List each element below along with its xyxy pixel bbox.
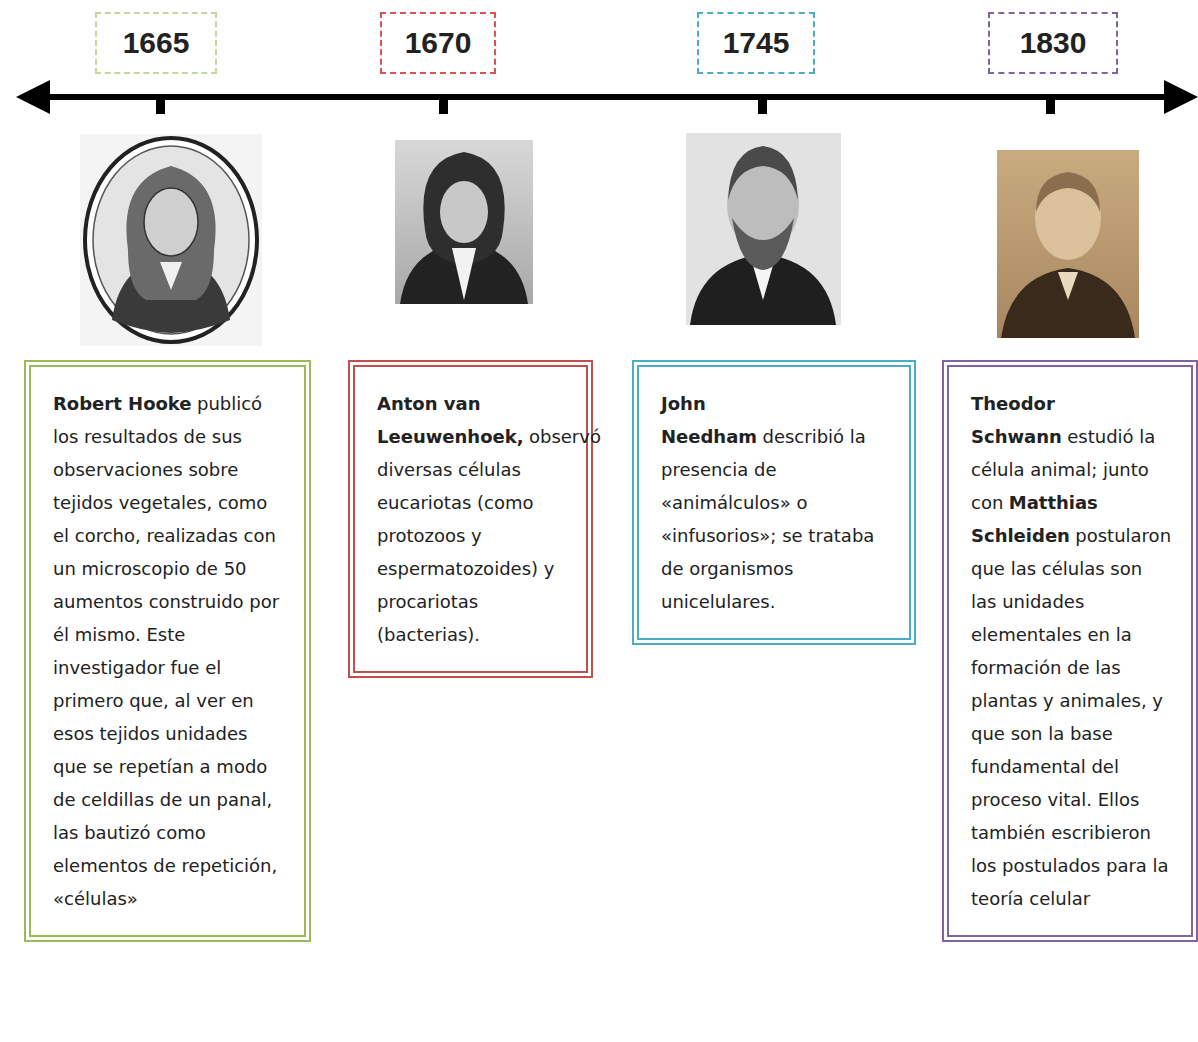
year-label: 1830: [1020, 26, 1087, 60]
description-box: Theodor Schwannestudió la célula animal;…: [942, 360, 1198, 942]
year-box: 1745: [697, 12, 815, 74]
description-box: Anton van Leeuwenhoek,observó diversas c…: [348, 360, 593, 678]
axis-arrowhead: [16, 80, 50, 114]
scientist-name: Robert Hooke: [53, 393, 192, 414]
description-box: Robert Hookepublicó los resultados de su…: [24, 360, 311, 942]
year-label: 1665: [123, 26, 190, 60]
timeline-tick: [156, 97, 165, 114]
timeline-tick: [758, 97, 767, 114]
description-text: postularon que las células son las unida…: [971, 525, 1171, 909]
portrait-photo: [686, 133, 841, 325]
year-label: 1670: [405, 26, 472, 60]
description-box: John Needhamdescribió la presencia de «a…: [632, 360, 916, 645]
timeline-tick: [1046, 97, 1055, 114]
year-box: 1670: [380, 12, 496, 74]
timeline-tick: [439, 97, 448, 114]
description-text: publicó los resultados de sus observacio…: [53, 393, 279, 909]
scientist-name: John Needham: [661, 393, 757, 447]
year-label: 1745: [723, 26, 790, 60]
portrait-engraving: [80, 134, 262, 346]
year-box: 1665: [95, 12, 217, 74]
timeline-axis: [44, 94, 1170, 100]
description-text: describió la presencia de «animálculos» …: [661, 426, 874, 612]
description-text: observó diversas células eucariotas (com…: [377, 426, 601, 645]
portrait-photo: [997, 150, 1139, 338]
axis-arrowhead: [1164, 80, 1198, 114]
year-box: 1830: [988, 12, 1118, 74]
scientist-name: Anton van Leeuwenhoek,: [377, 393, 524, 447]
portrait-photo: [395, 140, 533, 304]
scientist-name: Theodor Schwann: [971, 393, 1062, 447]
